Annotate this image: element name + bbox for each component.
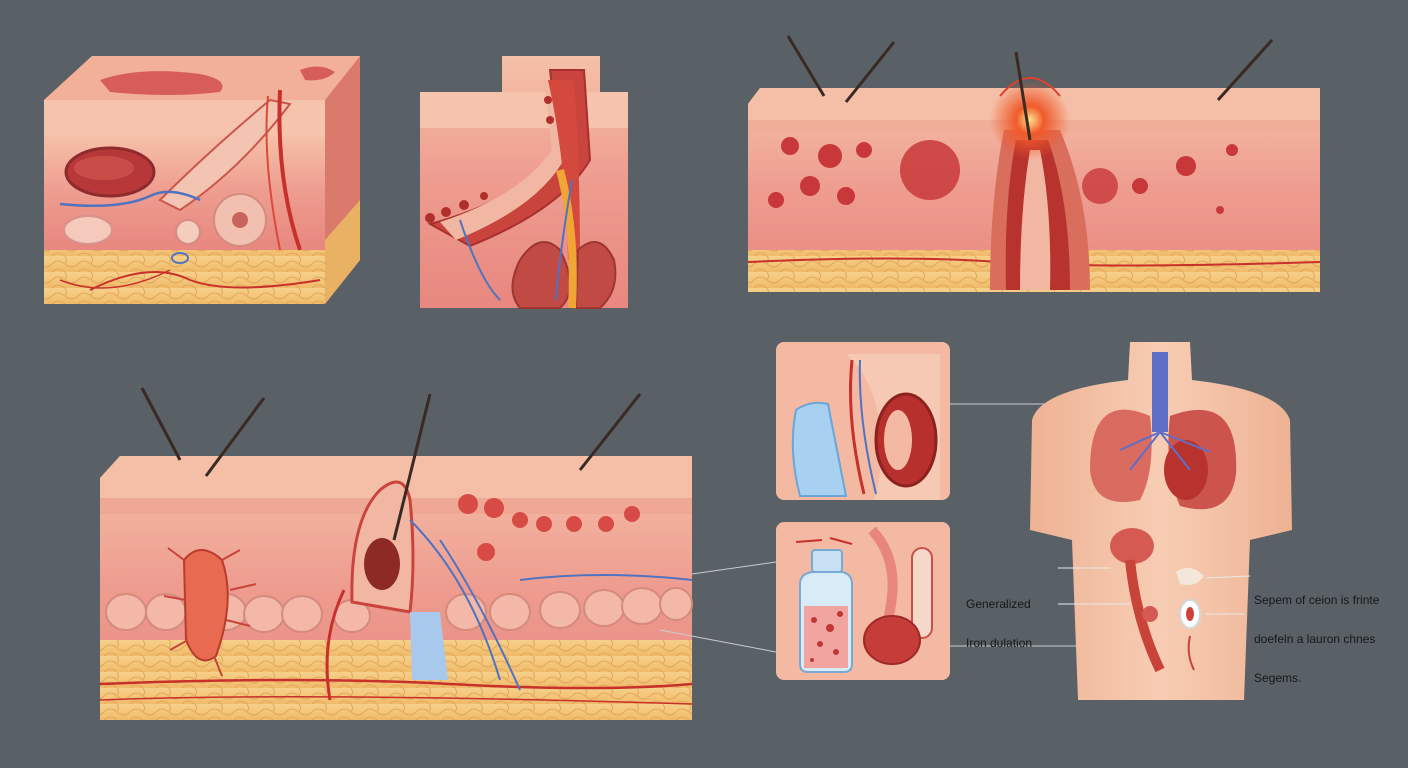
callout-label-line: Generalized	[966, 597, 1031, 611]
epidermis-layer	[100, 456, 692, 498]
hair-strand	[140, 387, 182, 461]
hair-strand	[1014, 51, 1032, 141]
surface-lesion	[100, 71, 223, 95]
fluid-channel	[410, 612, 448, 680]
hair-strand	[392, 393, 432, 541]
sebaceous-gland	[158, 98, 292, 212]
lungs	[1090, 409, 1237, 510]
infected-skin-block	[99, 387, 777, 720]
central-follicle	[325, 480, 521, 701]
callout-line	[691, 561, 777, 575]
hair-shaft	[556, 168, 577, 309]
pustule	[990, 80, 1070, 160]
tissue-inset	[776, 342, 1104, 500]
bacterium	[163, 547, 257, 677]
hair-strand	[1216, 38, 1274, 102]
skin-block-top-left	[44, 56, 360, 304]
vial-icon	[799, 549, 853, 673]
callout-label-right: Sepem of ceion is frinte doefeln a lauro…	[1254, 568, 1379, 698]
fluid-column	[791, 401, 848, 497]
inflammation-spots	[458, 494, 640, 561]
hair-strand	[578, 393, 642, 471]
inflamed-follicle	[990, 77, 1090, 290]
hair-strand	[204, 397, 266, 477]
vial-inset	[776, 522, 1104, 680]
cell-cluster	[63, 215, 113, 245]
hair-strand	[786, 35, 826, 97]
heart	[1164, 440, 1208, 500]
vessel-line	[99, 678, 693, 690]
inflammation-spots	[768, 137, 1238, 214]
organ-shape	[863, 615, 921, 665]
nerve-line	[59, 190, 201, 208]
hair-strand	[844, 41, 896, 103]
artery-line	[277, 89, 302, 251]
abdominal-organs	[1110, 528, 1204, 673]
torso-figure	[1030, 342, 1292, 700]
callout-label-line: Segems.	[1254, 671, 1302, 685]
callout-line	[1205, 575, 1251, 579]
inflamed-skin-block	[747, 35, 1321, 292]
callout-line	[659, 629, 777, 653]
callout-label-line: Iron dulation	[966, 636, 1033, 650]
callout-label-left: Generalized Iron dulation	[966, 572, 1032, 663]
trachea	[1152, 352, 1168, 432]
cell-row	[105, 587, 693, 633]
epidermis-layer	[420, 92, 628, 128]
hair-follicle-closeup	[420, 56, 628, 309]
callout-label-line: Sepem of ceion is frinte	[1254, 593, 1380, 607]
callout-label-line: doefeln a lauron chnes	[1254, 632, 1376, 646]
